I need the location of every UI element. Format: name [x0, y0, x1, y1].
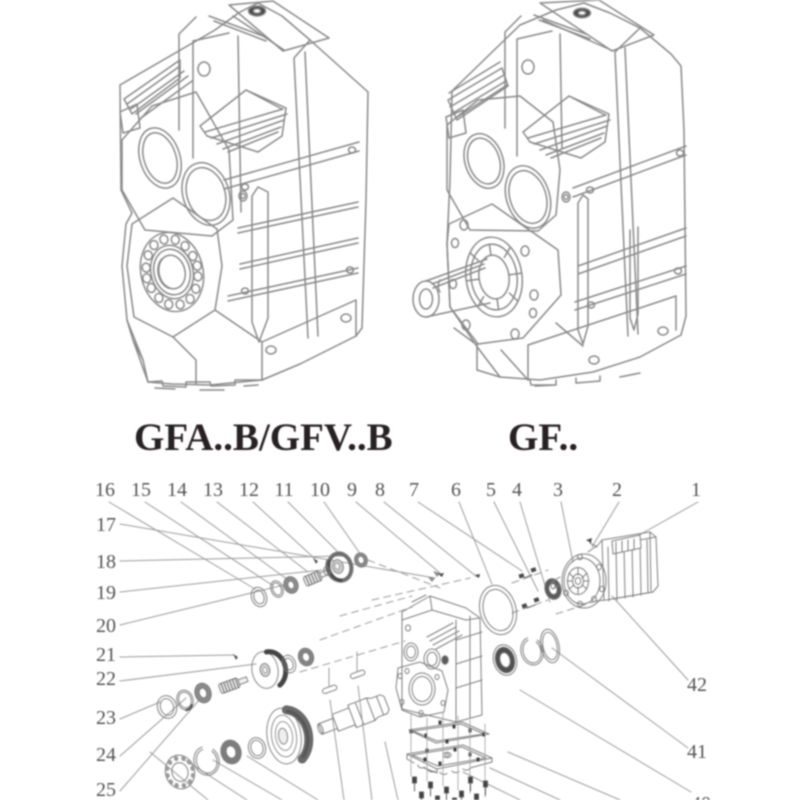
svg-text:22: 22: [96, 668, 116, 690]
svg-text:21: 21: [96, 644, 116, 666]
svg-text:23: 23: [96, 707, 116, 729]
svg-text:2: 2: [612, 479, 622, 501]
svg-text:19: 19: [96, 582, 116, 604]
svg-text:10: 10: [310, 479, 330, 501]
svg-text:15: 15: [131, 479, 151, 501]
svg-text:7: 7: [409, 479, 419, 501]
svg-text:6: 6: [451, 479, 461, 501]
svg-text:17: 17: [96, 514, 116, 536]
svg-text:14: 14: [167, 479, 187, 501]
svg-text:18: 18: [96, 551, 116, 573]
svg-text:8: 8: [375, 479, 385, 501]
svg-text:GFA..B/GFV..B: GFA..B/GFV..B: [134, 416, 393, 459]
svg-text:13: 13: [203, 479, 223, 501]
svg-text:1: 1: [691, 479, 701, 501]
svg-text:9: 9: [347, 479, 357, 501]
svg-text:24: 24: [96, 744, 116, 766]
svg-text:25: 25: [96, 779, 116, 800]
svg-text:40: 40: [691, 793, 711, 800]
svg-text:11: 11: [274, 479, 293, 501]
svg-text:3: 3: [553, 479, 563, 501]
svg-text:4: 4: [512, 479, 522, 501]
svg-text:41: 41: [687, 741, 707, 763]
svg-text:5: 5: [486, 479, 496, 501]
svg-text:20: 20: [96, 615, 116, 637]
svg-text:16: 16: [95, 479, 115, 501]
svg-text:12: 12: [239, 479, 259, 501]
svg-text:42: 42: [687, 674, 707, 696]
svg-text:GF..: GF..: [508, 416, 578, 459]
